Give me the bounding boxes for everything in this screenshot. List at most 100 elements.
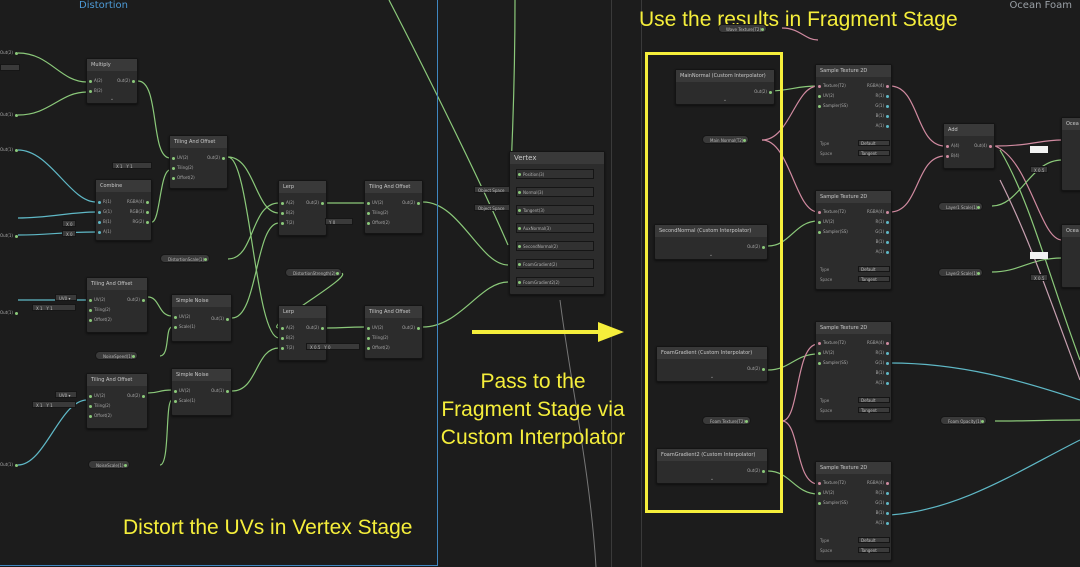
value-input[interactable]: X 0.5	[1030, 166, 1048, 173]
input-port-b[interactable]: B(2)	[281, 335, 294, 341]
left-edge-port[interactable]: Out(1)	[0, 147, 18, 153]
output-port-b[interactable]: B(1)	[876, 113, 889, 119]
simple-noise-node[interactable]: Simple Noise UV(2) Scale(1) Out(1)	[171, 294, 232, 342]
sample-texture-2d-node[interactable]: Sample Texture 2D Texture(T2) UV(2) Samp…	[815, 64, 892, 164]
input-port-uv[interactable]: UV(2)	[174, 388, 190, 394]
input-port-texture[interactable]: Texture(T2)	[818, 480, 846, 486]
tiling-and-offset-node[interactable]: Tiling And Offset UV(2) Tiling(2) Offset…	[364, 180, 423, 234]
input-port-tiling[interactable]: Tiling(2)	[172, 165, 193, 171]
input-port-a[interactable]: A(2)	[281, 325, 294, 331]
output-port-rgba[interactable]: RGBA(4)	[867, 340, 889, 346]
output-port-r[interactable]: R(1)	[876, 93, 889, 99]
tiling-and-offset-node[interactable]: Tiling And Offset UV(2) Tiling(2) Offset…	[86, 277, 148, 333]
input-port-texture[interactable]: Texture(T2)	[818, 209, 846, 215]
value-input[interactable]: X 0.5	[1030, 274, 1048, 281]
output-port[interactable]: Out(2)	[747, 468, 765, 474]
input-port-tiling[interactable]: Tiling(2)	[89, 403, 110, 409]
output-port[interactable]: Out(2)	[754, 89, 772, 95]
expand-chevron-icon[interactable]: ⌄	[722, 97, 728, 103]
input-port-sampler[interactable]: Sampler(SS)	[818, 103, 848, 109]
expand-chevron-icon[interactable]: ⌄	[708, 252, 714, 258]
left-edge-port[interactable]: Out(1)	[0, 462, 18, 468]
vertex-master-node[interactable]: Vertex Position(3) Normal(3) Tangent(3) …	[509, 151, 605, 295]
distortion-scale-property[interactable]: DistortionScale(1)	[160, 254, 211, 263]
left-edge-port[interactable]: Out(2)	[0, 50, 18, 56]
output-port[interactable]: Out(2)	[306, 200, 324, 206]
output-port[interactable]: Out(2)	[117, 78, 135, 84]
input-port-offset[interactable]: Offset(2)	[89, 317, 112, 323]
output-port[interactable]: Out(2)	[306, 325, 324, 331]
main-normal-texture-property[interactable]: Main Normal(T2)	[702, 135, 750, 144]
input-port-a[interactable]: A(1)	[98, 229, 111, 235]
input-port-uv[interactable]: UV(2)	[172, 155, 188, 161]
tiling-and-offset-node[interactable]: Tiling And Offset UV(2) Tiling(2) Offset…	[86, 373, 148, 429]
output-port-g[interactable]: G(1)	[875, 500, 889, 506]
ocean-node-partial[interactable]: Ocea	[1061, 117, 1080, 191]
input-port-tiling[interactable]: Tiling(2)	[367, 210, 388, 216]
custom-interpolator-node[interactable]: MainNormal (Custom Interpolator) Out(2) …	[675, 69, 775, 105]
lerp-node[interactable]: Lerp A(2) B(2) T(2) Out(2)	[278, 305, 327, 361]
tiling-input-fields[interactable]: X 1 Y 1	[112, 162, 152, 169]
noise-speed-property[interactable]: NoiseSpeed(1)	[95, 351, 139, 360]
input-port-texture[interactable]: Texture(T2)	[818, 340, 846, 346]
tiling-offset-input[interactable]: Y 0	[325, 218, 353, 225]
output-port-rgba[interactable]: RGBA(4)	[127, 199, 149, 205]
input-port-b[interactable]: B(4)	[946, 153, 959, 159]
output-port[interactable]: Out(2)	[747, 366, 765, 372]
combine-b-input[interactable]: X 0	[62, 220, 76, 227]
input-port-uv[interactable]: UV(2)	[818, 490, 834, 496]
output-port-rg[interactable]: RG(2)	[132, 219, 149, 225]
vertex-input-foamgradient[interactable]: FoamGradient(2)	[516, 259, 594, 269]
simple-noise-node[interactable]: Simple Noise UV(2) Scale(1) Out(1)	[171, 368, 232, 416]
output-port-r[interactable]: R(1)	[876, 490, 889, 496]
output-port-g[interactable]: G(1)	[875, 229, 889, 235]
tiling-and-offset-node[interactable]: Tiling And Offset UV(2) Tiling(2) Offset…	[364, 305, 423, 359]
output-port[interactable]: Out(1)	[211, 316, 229, 322]
input-port-uv[interactable]: UV(2)	[818, 93, 834, 99]
input-port-uv[interactable]: UV(2)	[89, 393, 105, 399]
input-port-scale[interactable]: Scale(1)	[174, 324, 195, 330]
vertex-input-secondnormal[interactable]: SecondNormal(2)	[516, 241, 594, 251]
output-port-r[interactable]: R(1)	[876, 219, 889, 225]
vertex-input-tangent[interactable]: Tangent(3)	[516, 205, 594, 215]
input-port-t[interactable]: T(2)	[281, 345, 294, 351]
input-port-uv[interactable]: UV(2)	[367, 325, 383, 331]
custom-interpolator-node[interactable]: FoamGradient2 (Custom Interpolator) Out(…	[656, 448, 768, 484]
color-swatch[interactable]	[1030, 146, 1048, 153]
expand-chevron-icon[interactable]: ⌄	[109, 96, 115, 102]
input-port-offset[interactable]: Offset(2)	[172, 175, 195, 181]
input-port-g[interactable]: G(1)	[98, 209, 112, 215]
layer1-scale-property[interactable]: Layer1 Scale(1)	[938, 202, 984, 211]
output-port[interactable]: Out(2)	[207, 155, 225, 161]
output-port-a[interactable]: A(1)	[876, 249, 889, 255]
custom-interpolator-node[interactable]: FoamGradient (Custom Interpolator) Out(2…	[656, 346, 768, 382]
tiling-and-offset-node[interactable]: Tiling And Offset UV(2) Tiling(2) Offset…	[169, 135, 228, 189]
output-port[interactable]: Out(2)	[127, 393, 145, 399]
left-edge-port[interactable]: Out(1)	[0, 112, 18, 118]
input-port-tiling[interactable]: Tiling(2)	[367, 335, 388, 341]
input-port-a[interactable]: A(2)	[89, 78, 102, 84]
output-port-rgba[interactable]: RGBA(4)	[867, 209, 889, 215]
input-port-offset[interactable]: Offset(2)	[367, 220, 390, 226]
output-port[interactable]: Out(2)	[402, 200, 420, 206]
left-edge-port[interactable]: Out(1)	[0, 233, 18, 239]
output-port[interactable]: Out(1)	[211, 388, 229, 394]
input-port-t[interactable]: T(2)	[281, 220, 294, 226]
vertex-input-foamgradient2[interactable]: FoamGradient2(2)	[516, 277, 594, 287]
add-node[interactable]: Add A(4) B(4) Out(4)	[943, 123, 995, 169]
input-port-r[interactable]: R(1)	[98, 199, 111, 205]
lerp-t-input[interactable]: X 0.5 Y 0	[306, 343, 360, 350]
input-port-offset[interactable]: Offset(2)	[89, 413, 112, 419]
output-port-a[interactable]: A(1)	[876, 520, 889, 526]
output-port[interactable]: Out(2)	[402, 325, 420, 331]
output-port-b[interactable]: B(1)	[876, 239, 889, 245]
combine-node[interactable]: Combine R(1) G(1) B(1) A(1) RGBA(4) RGB(…	[95, 179, 152, 241]
input-port-offset[interactable]: Offset(2)	[367, 345, 390, 351]
